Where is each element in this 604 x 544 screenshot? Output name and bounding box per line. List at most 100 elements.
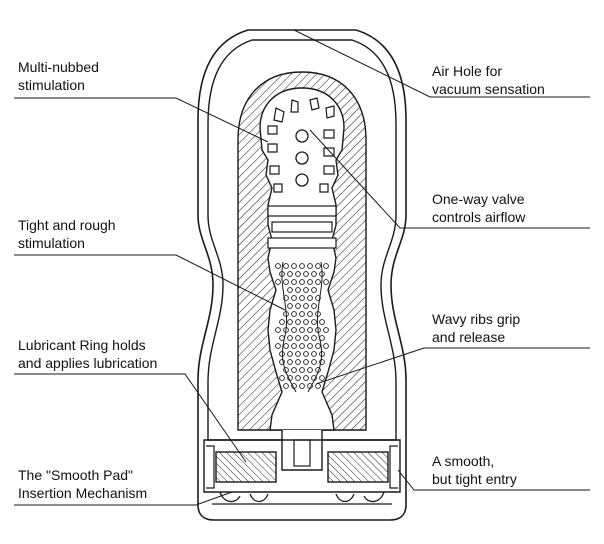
label-smooth-entry-line-2: but tight entry: [432, 471, 517, 487]
tight-rough-bars: [267, 205, 337, 249]
texture-dot: [311, 271, 317, 277]
valve-holes: [295, 129, 309, 187]
texture-dot: [311, 335, 317, 341]
leader-lines: [14, 29, 590, 506]
label-smooth-entry: A smooth, but tight entry: [432, 452, 517, 488]
texture-dot: [291, 279, 297, 285]
lubricant-ring-right: [327, 451, 389, 483]
outer-casing: [197, 29, 407, 521]
label-air-hole-line-2: vacuum sensation: [432, 81, 545, 97]
texture-dot: [295, 287, 301, 293]
leader-tight-rough: [14, 254, 286, 311]
texture-dot: [299, 295, 305, 301]
texture-dot: [299, 263, 305, 269]
texture-dot: [319, 319, 325, 325]
texture-dot: [279, 375, 285, 381]
leader-wavy-ribs: [315, 347, 590, 385]
texture-dot: [307, 367, 313, 373]
label-smooth-pad: The "Smooth Pad" Insertion Mechanism: [18, 466, 147, 502]
texture-dot: [287, 351, 293, 357]
texture-dot: [311, 303, 317, 309]
texture-dot: [307, 263, 313, 269]
upper-nubs: [267, 97, 335, 193]
label-smooth-entry-line-1: A smooth,: [432, 453, 495, 469]
label-one-way-valve: One-way valve controls airflow: [432, 190, 525, 226]
label-tight-rough-line-1: Tight and rough: [18, 217, 116, 233]
texture-dot: [295, 351, 301, 357]
label-multi-nubbed: Multi-nubbed stimulation: [18, 58, 99, 94]
leader-lubricant: [14, 373, 247, 463]
texture-dot: [299, 311, 305, 317]
leader-air-hole: [293, 29, 590, 98]
texture-dot: [303, 359, 309, 365]
texture-dot: [283, 383, 289, 389]
texture-dot: [275, 343, 281, 349]
texture-dot: [311, 287, 317, 293]
base-cap: [203, 439, 401, 493]
leader-smooth-pad: [14, 491, 233, 506]
leader-smooth-entry: [397, 469, 590, 491]
texture-dot: [275, 263, 281, 269]
texture-dot: [291, 311, 297, 317]
texture-dot: [287, 335, 293, 341]
texture-dot: [307, 279, 313, 285]
texture-dot: [299, 367, 305, 373]
label-wavy-ribs: Wavy ribs grip and release: [432, 310, 520, 346]
label-air-hole: Air Hole for vacuum sensation: [432, 62, 545, 98]
texture-dot: [307, 295, 313, 301]
wavy-ribs: [281, 261, 297, 393]
label-tight-rough: Tight and rough stimulation: [18, 216, 116, 252]
label-smooth-pad-line-2: Insertion Mechanism: [18, 485, 148, 501]
texture-dot: [311, 359, 317, 365]
texture-dot: [323, 343, 329, 349]
label-lubricant-ring-line-1: Lubricant Ring holds: [18, 337, 146, 353]
texture-dot: [303, 335, 309, 341]
texture-dot: [287, 359, 293, 365]
texture-dot: [291, 343, 297, 349]
label-one-way-valve-line-1: One-way valve: [432, 191, 525, 207]
leader-multi-nubbed: [14, 97, 269, 143]
texture-dot: [283, 279, 289, 285]
label-one-way-valve-line-2: controls airflow: [432, 209, 526, 225]
label-multi-nubbed-line-2: stimulation: [18, 77, 85, 93]
texture-dot: [291, 263, 297, 269]
lubricant-ring-left: [215, 451, 277, 483]
label-air-hole-line-1: Air Hole for: [432, 63, 503, 79]
texture-dot: [287, 271, 293, 277]
label-smooth-pad-line-1: The "Smooth Pad": [18, 467, 134, 483]
texture-dot: [307, 327, 313, 333]
texture-dot: [315, 343, 321, 349]
texture-dot: [295, 335, 301, 341]
texture-dot: [291, 367, 297, 373]
texture-dot: [295, 303, 301, 309]
texture-dot: [299, 383, 305, 389]
texture-dot: [295, 375, 301, 381]
texture-dot: [303, 303, 309, 309]
texture-dot: [279, 319, 285, 325]
texture-dot: [283, 343, 289, 349]
texture-dot: [287, 319, 293, 325]
texture-dot: [323, 327, 329, 333]
texture-dot: [295, 271, 301, 277]
texture-dot: [299, 279, 305, 285]
leader-one-way-valve: [309, 129, 590, 229]
texture-dot: [299, 327, 305, 333]
texture-dot: [303, 351, 309, 357]
texture-dot: [291, 295, 297, 301]
texture-dot: [275, 327, 281, 333]
texture-dot: [311, 351, 317, 357]
texture-dot: [323, 279, 329, 285]
texture-dot: [303, 319, 309, 325]
texture-dot: [303, 287, 309, 293]
label-multi-nubbed-line-1: Multi-nubbed: [18, 59, 99, 75]
texture-dot: [275, 279, 281, 285]
label-lubricant-ring-line-2: and applies lubrication: [18, 355, 158, 371]
texture-dot: [295, 319, 301, 325]
texture-dot: [303, 271, 309, 277]
texture-dot: [287, 287, 293, 293]
smooth-pad: [212, 491, 392, 505]
texture-dot: [315, 263, 321, 269]
texture-dot: [323, 263, 329, 269]
